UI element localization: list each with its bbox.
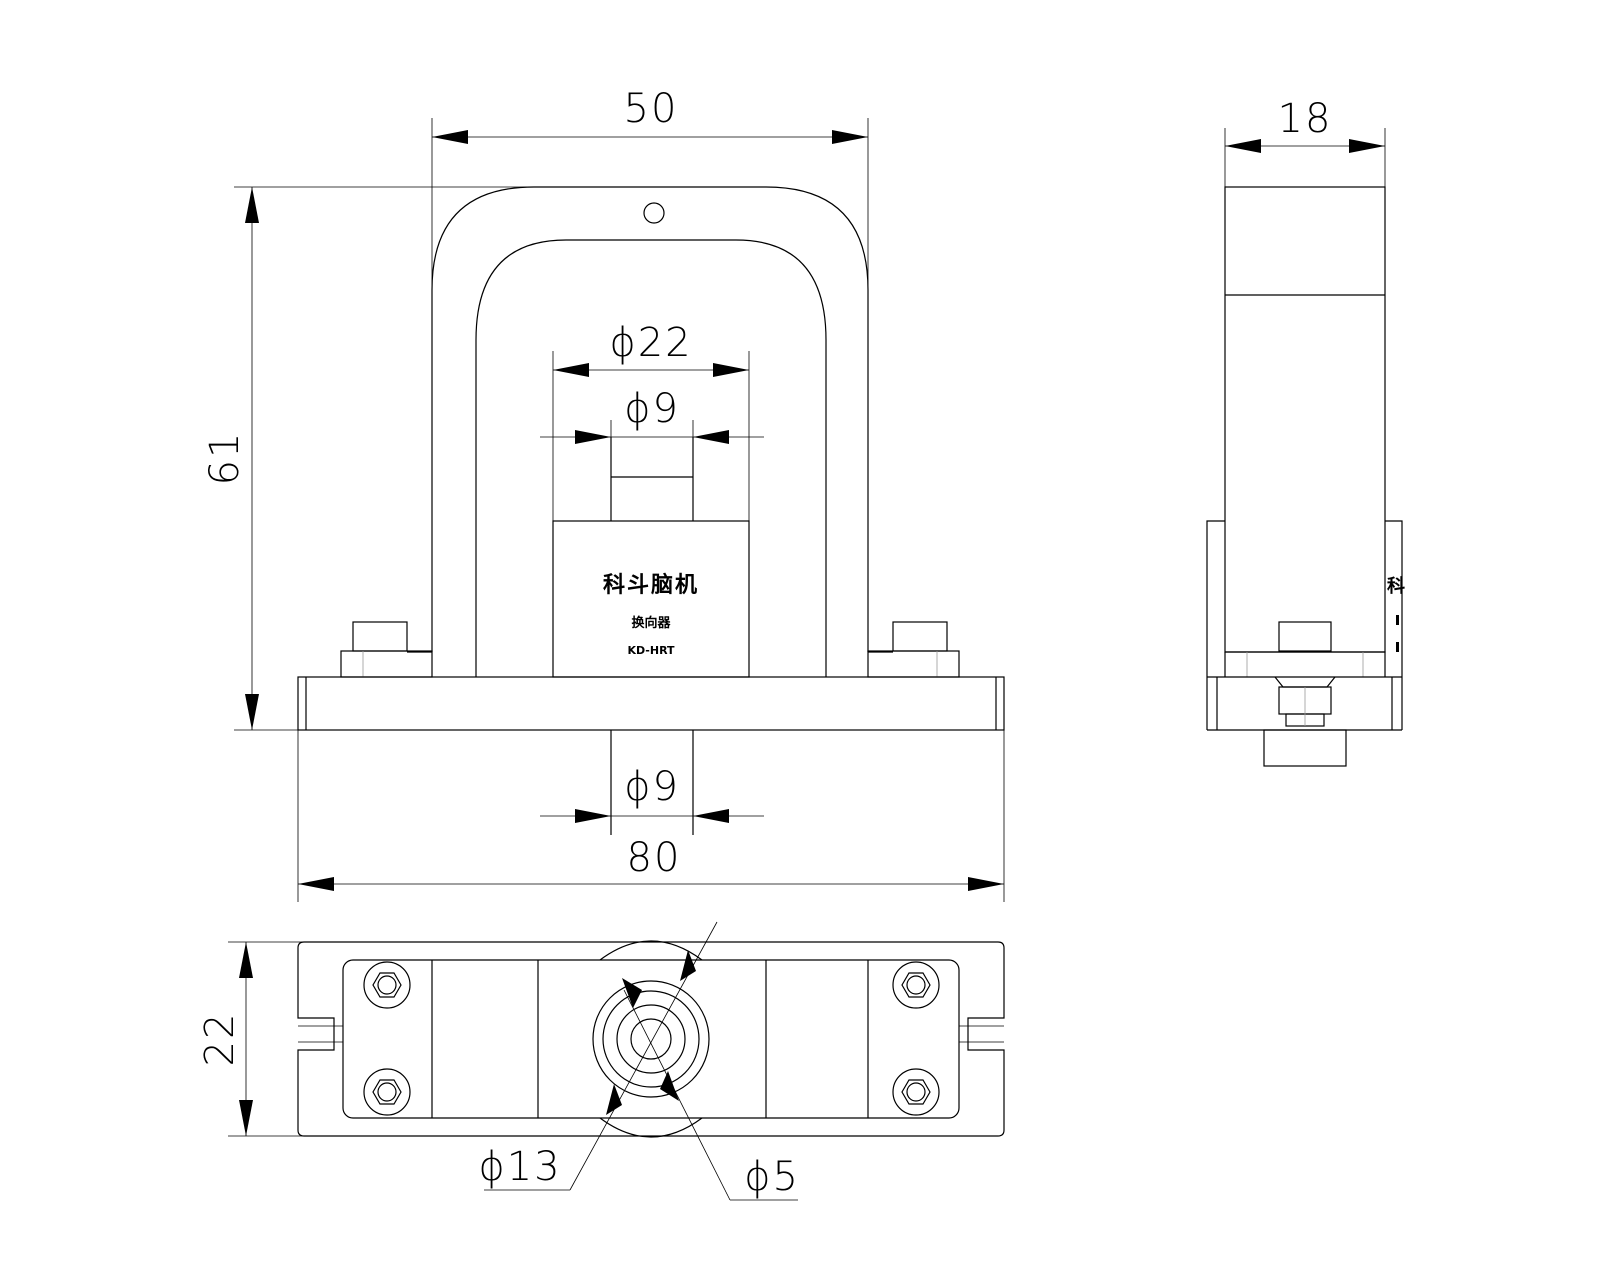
side-bolt-head — [1278, 621, 1332, 652]
right-bolt-washer — [867, 650, 960, 678]
plan-bolt-br — [892, 1068, 940, 1116]
dim-hole-bottom: ϕ9 — [624, 764, 680, 810]
dim-base-width: 80 — [627, 835, 682, 881]
side-view: 科 18 — [1206, 96, 1405, 767]
plan-bolt-tl — [363, 961, 411, 1009]
plan-inner-frame — [342, 959, 960, 1119]
arch-hole — [643, 202, 665, 224]
outer-arch — [431, 186, 869, 652]
plan-bolt-tr — [892, 961, 940, 1009]
side-brand-label: 科 — [1387, 575, 1405, 597]
base-plate — [297, 676, 1005, 731]
center-block — [552, 520, 750, 678]
left-bolt-head — [352, 621, 408, 652]
product-label: 换向器 — [631, 615, 671, 631]
dim-bottom-depth: 22 — [197, 1012, 243, 1067]
right-bolt-head — [892, 621, 948, 652]
dim-hole-top: ϕ9 — [624, 386, 680, 432]
front-view: 科斗脑机 换向器 KD-HRT ϕ22 ϕ9 ϕ9 — [202, 86, 1005, 902]
dim-ring-diameter: ϕ13 — [478, 1144, 561, 1190]
dim-height: 61 — [202, 431, 248, 486]
dim-top-width: 50 — [624, 86, 679, 132]
plan-outer-plate — [297, 941, 1005, 1137]
brand-label: 科斗脑机 — [603, 572, 699, 598]
side-body — [1224, 186, 1386, 653]
left-bolt-washer — [340, 650, 433, 678]
dim-center-hole: ϕ5 — [744, 1154, 800, 1200]
dim-inner-diameter: ϕ22 — [609, 320, 692, 366]
dim-side-width: 18 — [1278, 96, 1333, 142]
inner-arch — [475, 239, 827, 677]
model-label: KD-HRT — [627, 644, 675, 657]
plan-bolt-bl — [363, 1068, 411, 1116]
plan-view: ϕ13 ϕ5 22 — [197, 921, 1005, 1201]
side-tube — [1263, 729, 1347, 767]
plan-center-rings — [592, 980, 710, 1098]
